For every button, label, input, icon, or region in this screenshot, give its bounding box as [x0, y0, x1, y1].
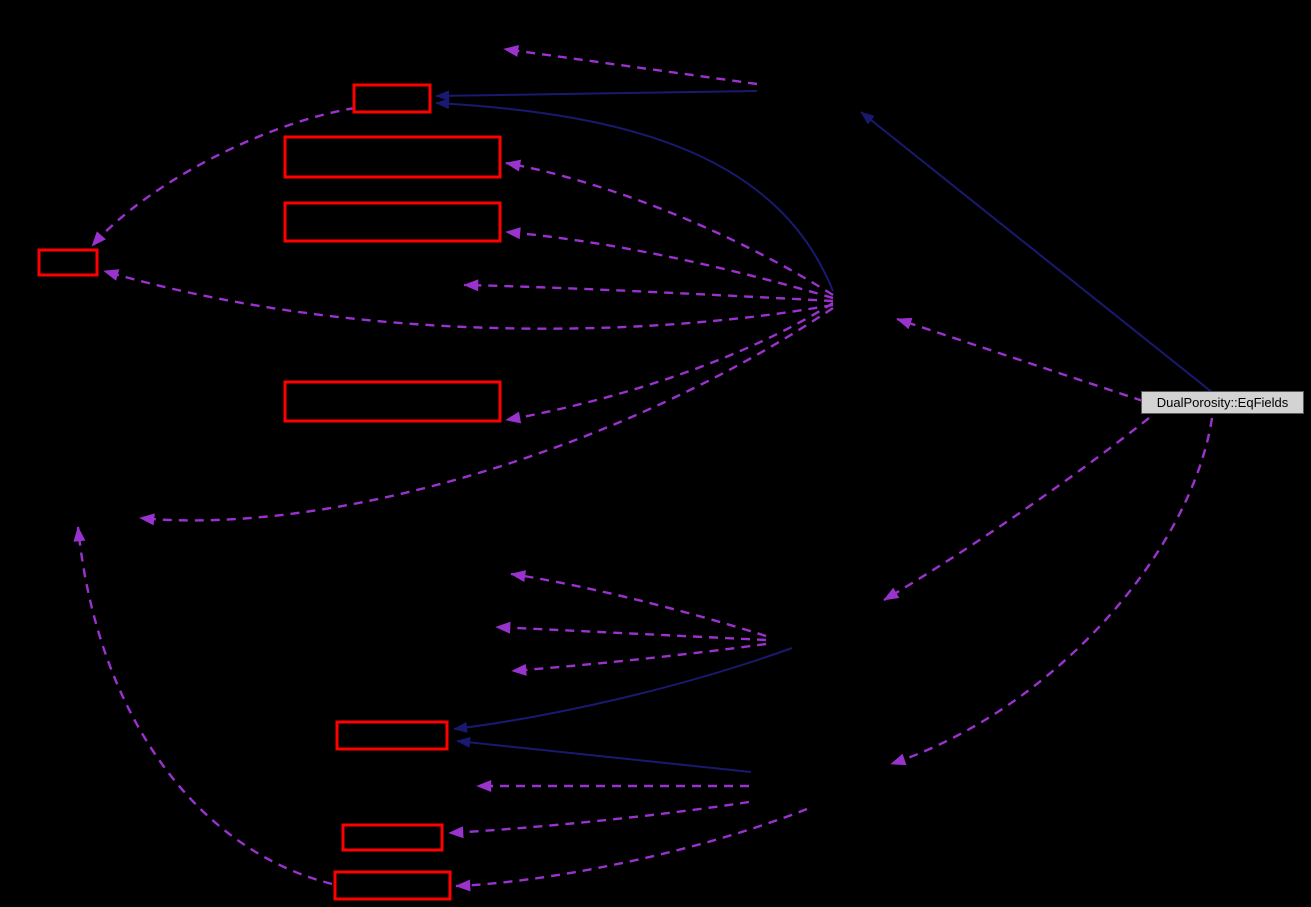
box-top-to-small-left-box-edge	[91, 106, 356, 247]
mid-hub-to-hidden-node-b-edge	[495, 621, 767, 642]
mid-hub-to-hidden-node-c-edge	[511, 642, 767, 676]
bottom-box[interactable]	[333, 870, 452, 901]
mid-hub-to-box-lower-edge	[453, 647, 793, 733]
upper-hub-to-wide-box-3-edge	[505, 301, 834, 424]
upper-hub-to-hidden-node-mid-edge	[463, 279, 834, 303]
upper-hub-to-left-hidden-node-edge	[139, 307, 834, 526]
mid-hub-to-hidden-node-a-edge	[510, 570, 767, 638]
nodes-layer	[37, 83, 502, 901]
wide-box-3[interactable]	[283, 380, 502, 423]
top-hidden-node-to-topleft-hidden-node-edge	[503, 45, 758, 86]
eqfields-to-mid-hub-edge	[883, 417, 1150, 602]
bottom-hub-to-bottom-box-edge	[455, 807, 808, 892]
upper-hub-to-wide-box-1-edge	[505, 159, 834, 297]
upper-hub-to-box-top-edge	[435, 98, 834, 292]
eqfields-to-bottom-hub-edge	[890, 417, 1214, 766]
small-left-box[interactable]	[37, 248, 99, 277]
upper-hub-to-small-left-box-edge	[103, 269, 834, 330]
eqfields-to-top-hidden-node-edge	[860, 111, 1214, 394]
upper-hub-to-wide-box-2-edge	[505, 227, 834, 300]
bottom-hub-to-box-lower-edge	[456, 736, 752, 773]
wide-box-2[interactable]	[283, 201, 502, 243]
eqfields-to-upper-hub-edge	[896, 317, 1144, 403]
box-lower[interactable]	[335, 720, 449, 751]
box-top[interactable]	[352, 83, 432, 114]
dualporosity-eqfields-node: DualPorosity::EqFields	[1141, 391, 1304, 414]
wide-box-1[interactable]	[283, 135, 502, 179]
bottom-box-to-left-hidden-node-edge	[73, 526, 333, 886]
small-box-1[interactable]	[341, 823, 444, 852]
bottom-hub-to-small-box-1-edge	[448, 800, 750, 839]
edges-layer	[73, 45, 1214, 892]
top-hidden-node-to-box-top-edge	[435, 90, 758, 102]
dualporosity-eqfields-label: DualPorosity::EqFields	[1156, 395, 1289, 410]
